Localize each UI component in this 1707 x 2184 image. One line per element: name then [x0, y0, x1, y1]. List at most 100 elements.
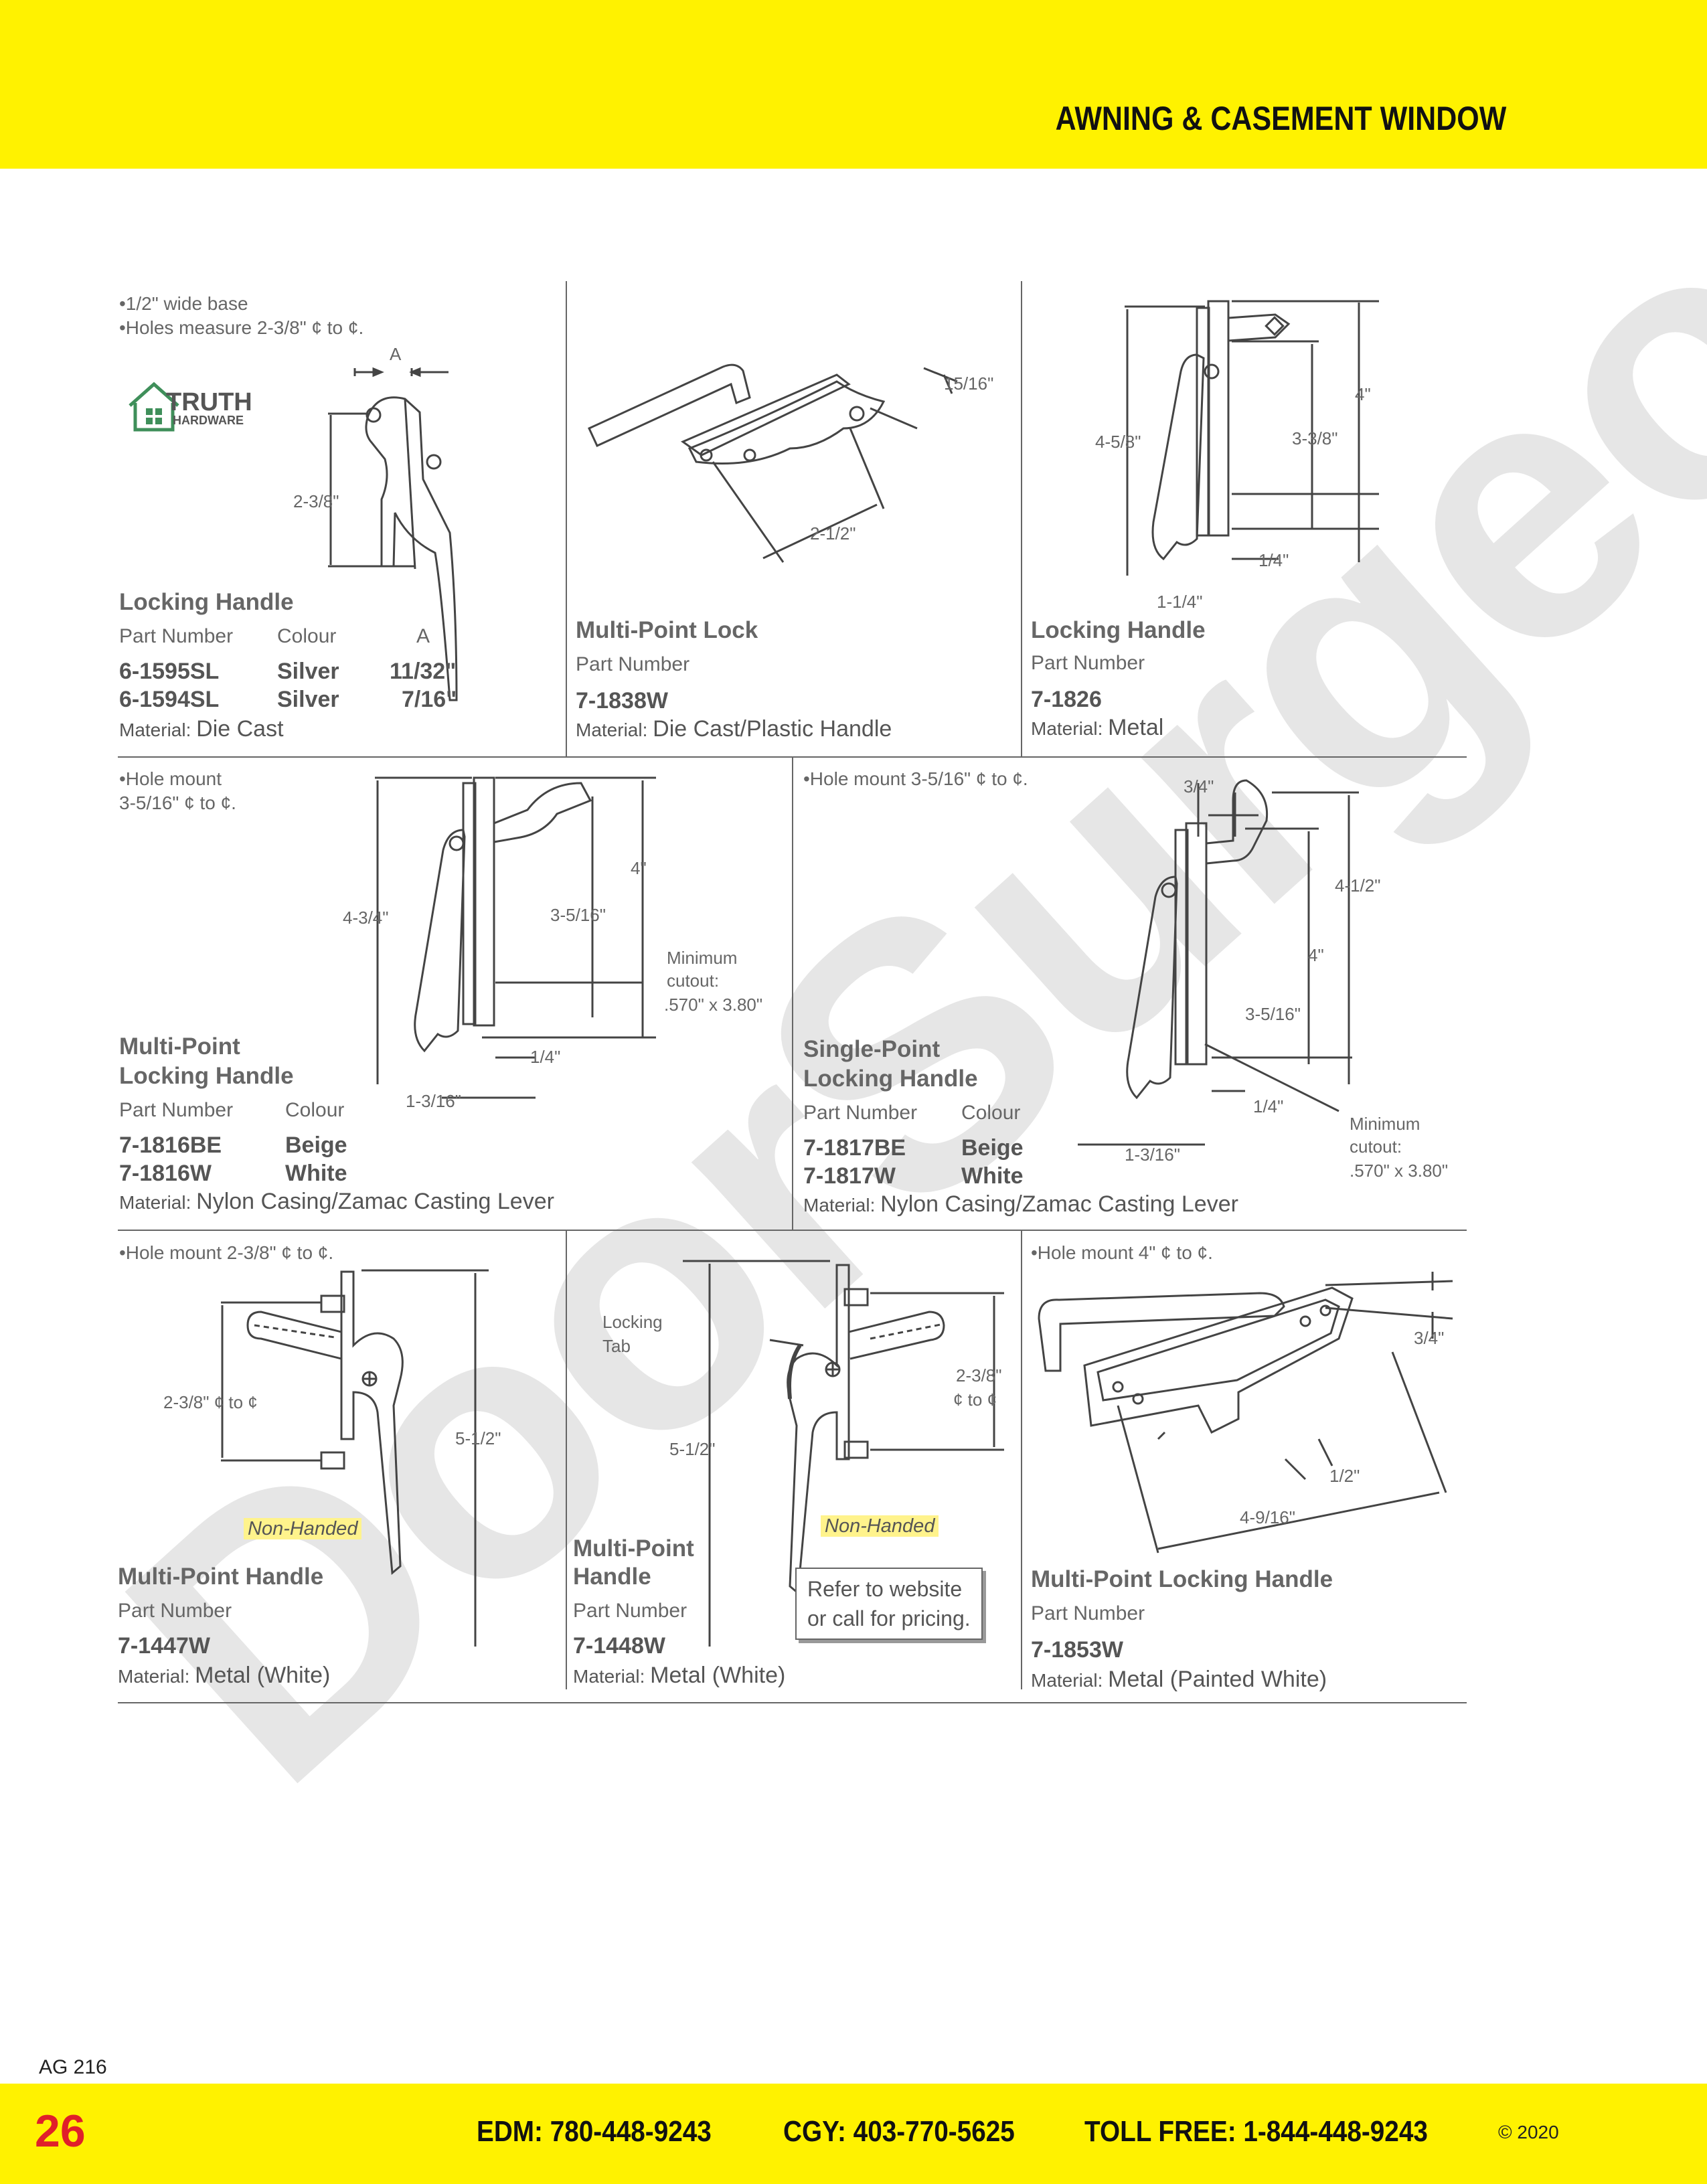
column-header: Colour: [277, 625, 337, 647]
divider: [118, 756, 1467, 758]
dimension-label: 4": [1308, 945, 1324, 965]
product-note: 3-5/16" ¢ to ¢.: [119, 792, 236, 813]
truth-hardware-logo: TRUTH HARDWARE: [127, 376, 268, 436]
product-note: •Hole mount 4" ¢ to ¢.: [1031, 1242, 1213, 1263]
non-handed-badge: Non-Handed: [821, 1515, 939, 1537]
product-title: Locking Handle: [803, 1066, 978, 1092]
colour-value: White: [285, 1161, 347, 1186]
dimension-label: .570" x 3.80": [1350, 1161, 1449, 1181]
dimension-label: 3-5/16": [1245, 1004, 1301, 1024]
part-number: 7-1817BE: [803, 1135, 906, 1161]
dimension-label: 3-5/16": [550, 905, 606, 925]
dimension-label: Minimum: [667, 948, 738, 968]
part-number: 7-1826: [1031, 687, 1102, 712]
colour-value: Silver: [277, 659, 339, 684]
product-title: Locking Handle: [119, 1063, 294, 1089]
column-header: Part Number: [119, 1099, 234, 1121]
column-header: A: [416, 625, 430, 647]
multi-point-locking-handle-drawing: [375, 776, 656, 1099]
dimension-label: A: [390, 344, 402, 364]
column-header: Part Number: [803, 1102, 918, 1124]
dimension-label: 1-1/4": [1157, 592, 1203, 612]
material: Material: Nylon Casing/Zamac Casting Lev…: [119, 1189, 554, 1214]
page-title: AWNING & CASEMENT WINDOW: [1055, 100, 1506, 137]
dimension-label: ¢ to ¢: [953, 1390, 997, 1410]
product-title: Multi-Point Lock: [576, 617, 758, 643]
dimension-label: cutout:: [1350, 1137, 1402, 1157]
part-number-label: Part Number: [1031, 652, 1145, 674]
part-number: 6-1594SL: [119, 687, 220, 712]
part-number-label: Part Number: [573, 1600, 687, 1622]
part-number: 7-1838W: [576, 688, 668, 713]
edm-phone: EDM: 780-448-9243: [477, 2115, 712, 2148]
product-note: •Hole mount: [119, 768, 222, 789]
dimension-label: Locking: [602, 1312, 663, 1332]
dimension-label: Minimum: [1350, 1114, 1420, 1134]
dimension-label: cutout:: [667, 971, 720, 991]
part-number: 7-1816BE: [119, 1132, 222, 1158]
product-note: •1/2" wide base: [119, 293, 248, 314]
dimension-label: 4-1/2": [1335, 875, 1381, 896]
dimension-label: 4-9/16": [1240, 1507, 1295, 1527]
copyright: © 2020: [1498, 2122, 1559, 2143]
multi-point-locking-handle-drawing: [1038, 1272, 1453, 1553]
column-header: Colour: [961, 1102, 1021, 1124]
divider: [118, 1230, 1467, 1231]
colour-value: Beige: [961, 1135, 1024, 1161]
product-title: Handle: [573, 1564, 651, 1590]
product-title: Multi-Point: [119, 1033, 240, 1060]
pricing-note-line: Refer to website: [807, 1577, 963, 1601]
part-number-label: Part Number: [1031, 1602, 1145, 1624]
product-note: •Hole mount 2-3/8" ¢ to ¢.: [119, 1242, 334, 1263]
pricing-note-line: or call for pricing.: [807, 1606, 971, 1630]
colour-value: Beige: [285, 1132, 347, 1158]
a-value: 11/32": [390, 659, 457, 684]
product-title: Multi-Point Handle: [118, 1564, 324, 1590]
dimension-label: 2-3/8" ¢ to ¢: [163, 1392, 258, 1412]
dimension-label: 2-3/8": [293, 491, 339, 511]
locking-handle-drawing: [1125, 300, 1379, 576]
logo-text: TRUTH: [166, 388, 252, 416]
dimension-label: 4-3/4": [343, 908, 389, 928]
header-band: [0, 0, 1707, 169]
divider: [1021, 1231, 1022, 1689]
material: Material: Metal (White): [573, 1663, 786, 1688]
product-title: Multi-Point: [573, 1535, 694, 1562]
part-number-label: Part Number: [576, 653, 690, 675]
dimension-label: 1/4": [1258, 550, 1289, 570]
single-point-locking-handle-drawing: [1078, 779, 1359, 1146]
dimension-label: 5-1/2": [455, 1428, 501, 1448]
divider: [566, 1231, 567, 1689]
pricing-note: Refer to website or call for pricing.: [795, 1568, 983, 1640]
dimension-label: 2-1/2": [810, 523, 856, 543]
material: Material: Metal (Painted White): [1031, 1667, 1327, 1692]
product-title: Single-Point: [803, 1036, 941, 1062]
dimension-label: 15/16": [944, 373, 994, 394]
dimension-label: 4": [631, 858, 647, 878]
a-value: 7/16": [402, 687, 457, 712]
dimension-label: 3/4": [1184, 776, 1214, 796]
toll-free-phone: TOLL FREE: 1-844-448-9243: [1084, 2115, 1428, 2148]
product-title: Locking Handle: [119, 589, 294, 615]
product-title: Multi-Point Locking Handle: [1031, 1566, 1333, 1592]
footer-band: [0, 2084, 1707, 2184]
dimension-label: 1-3/16": [406, 1091, 461, 1111]
part-number: 7-1853W: [1031, 1637, 1123, 1663]
dimension-label: 1-3/16": [1125, 1145, 1180, 1165]
material: Material: Metal: [1031, 715, 1164, 740]
product-note: •Holes measure 2-3/8" ¢ to ¢.: [119, 317, 364, 338]
multi-point-handle-drawing: [221, 1269, 489, 1647]
dimension-label: .570" x 3.80": [664, 995, 763, 1015]
dimension-label: 3-3/8": [1292, 428, 1338, 448]
divider: [566, 281, 567, 756]
colour-value: Silver: [277, 687, 339, 712]
dimension-label: 2-3/8": [956, 1365, 1002, 1385]
dimension-label: Tab: [602, 1336, 631, 1356]
multi-point-handle-drawing: [683, 1260, 1004, 1647]
column-header: Part Number: [119, 625, 234, 647]
logo-text: HARDWARE: [173, 414, 244, 427]
product-title: Locking Handle: [1031, 617, 1206, 643]
multi-point-lock-drawing: [588, 363, 958, 563]
part-number: 7-1816W: [119, 1161, 212, 1186]
dimension-label: 1/4": [1253, 1096, 1284, 1116]
